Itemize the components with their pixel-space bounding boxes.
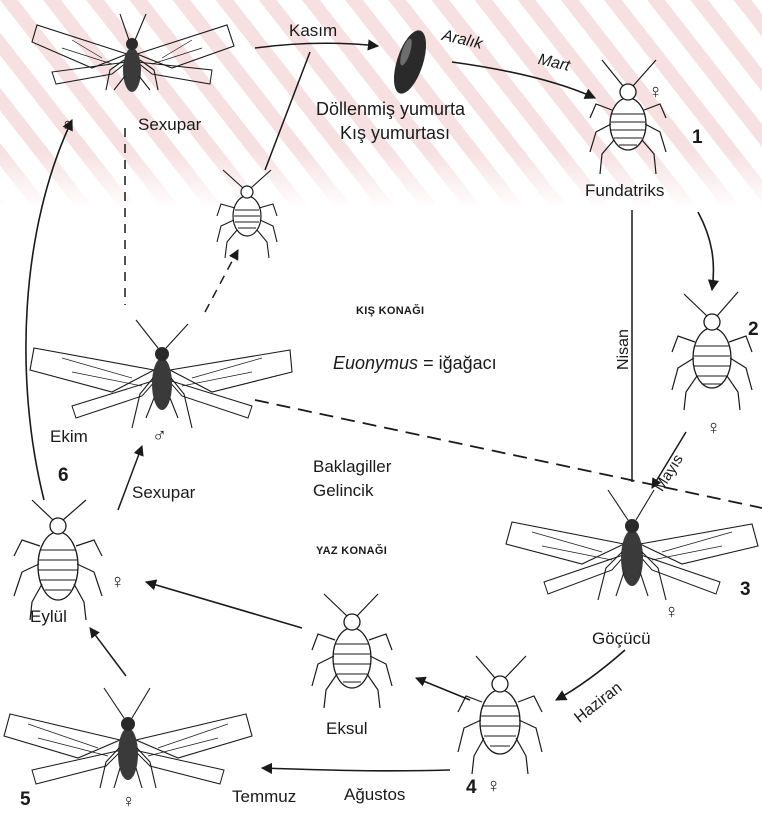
label-host-summer-line2: Gelincik <box>313 482 373 499</box>
label-kasim: Kasım <box>289 22 337 39</box>
label-sexupar-mid: Sexupar <box>132 484 195 501</box>
stage-number-4: 4 <box>466 778 477 797</box>
stage-number-6: 6 <box>58 466 69 485</box>
label-host-winter: Euonymus = iğağacı <box>333 354 497 372</box>
stage-number-1: 1 <box>692 128 703 147</box>
aphid-eksul <box>312 594 392 708</box>
aphid-stage-2 <box>672 292 752 410</box>
aphid-stage-4 <box>458 656 542 774</box>
label-egg-line1: Döllenmiş yumurta <box>316 100 465 118</box>
label-eylul: Eylül <box>30 608 67 625</box>
aphid-winged-male <box>30 320 292 428</box>
label-host-summer-line1: Baklagiller <box>313 458 391 475</box>
label-kis-konagi: KIŞ KONAĞI <box>356 306 424 317</box>
arrow-5-to-eylul <box>90 628 126 676</box>
label-egg-line2: Kış yumurtası <box>340 124 450 142</box>
sex-female-stage-2: ♀ <box>706 418 721 438</box>
sex-female-stage-5: ♀ <box>122 792 136 810</box>
arrow-4-to-eksul <box>416 678 470 700</box>
sex-female-stage-4: ♀ <box>486 776 501 796</box>
label-yaz-konagi: YAZ KONAĞI <box>316 546 387 557</box>
arrow-eksul-to-eylul <box>146 582 302 628</box>
label-gocucu: Göçücü <box>592 630 651 647</box>
sex-female-sexupar-top: ♀ <box>60 116 75 136</box>
aphid-gocucu-winged <box>506 490 758 600</box>
aphid-eylul-female <box>14 500 102 620</box>
sex-female-gocucu: ♀ <box>664 602 679 622</box>
aphid-stage-5-winged <box>4 688 252 788</box>
label-agustos: Ağustos <box>344 786 405 803</box>
stage-number-3: 3 <box>740 580 751 599</box>
arrow-temmuz <box>262 768 450 771</box>
label-fundatriks: Fundatriks <box>585 182 664 199</box>
label-sexupar-top: Sexupar <box>138 116 201 133</box>
sex-female-fundatriks: ♀ <box>648 82 663 102</box>
sex-male-ekim: ♂ <box>152 426 167 446</box>
stage-number-2: 2 <box>748 320 759 339</box>
arrow-fund-to-2 <box>698 212 713 290</box>
label-ekim: Ekim <box>50 428 88 445</box>
arrow-male-up <box>205 250 238 312</box>
label-temmuz: Temmuz <box>232 788 296 805</box>
label-eksul: Eksul <box>326 720 368 737</box>
sex-female-eylul: ♀ <box>110 572 125 592</box>
label-nisan: Nisan <box>616 329 632 370</box>
stage-number-5: 5 <box>20 790 31 809</box>
